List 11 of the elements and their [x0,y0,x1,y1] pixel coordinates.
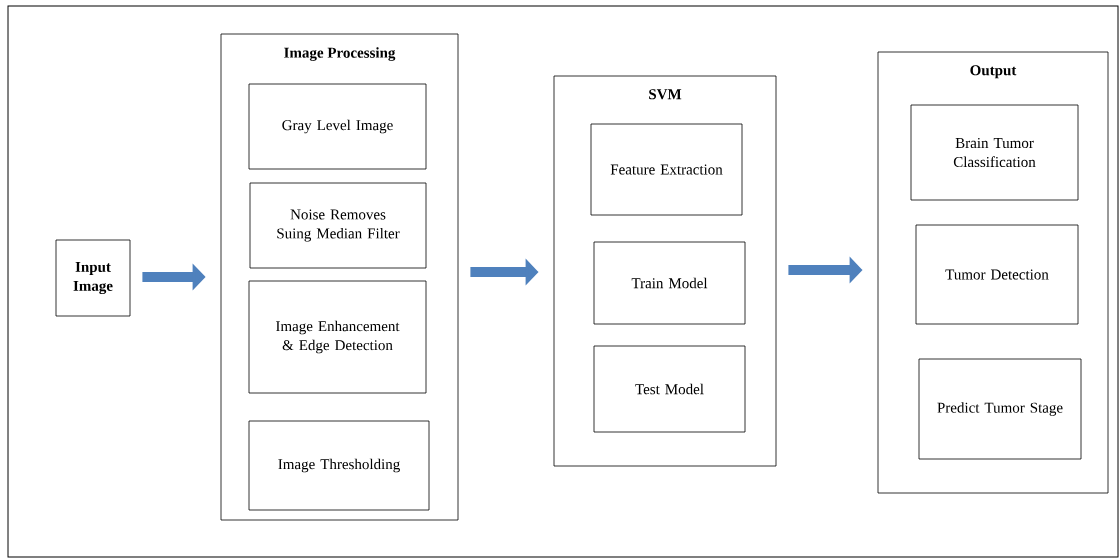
process-box: Noise Removes Suing Median Filter [249,182,427,269]
process-box: Input Image [55,239,131,317]
process-box: Image Thresholding [248,420,430,511]
process-box: Feature Extraction [590,123,743,216]
process-box: Tumor Detection [915,224,1079,325]
process-box: Image Enhancement & Edge Detection [248,280,427,394]
process-box: Brain Tumor Classification [910,104,1079,201]
process-box: Gray Level Image [248,83,427,170]
process-box: Test Model [593,345,746,433]
process-box: Predict Tumor Stage [918,358,1082,460]
process-box: Train Model [593,241,746,325]
